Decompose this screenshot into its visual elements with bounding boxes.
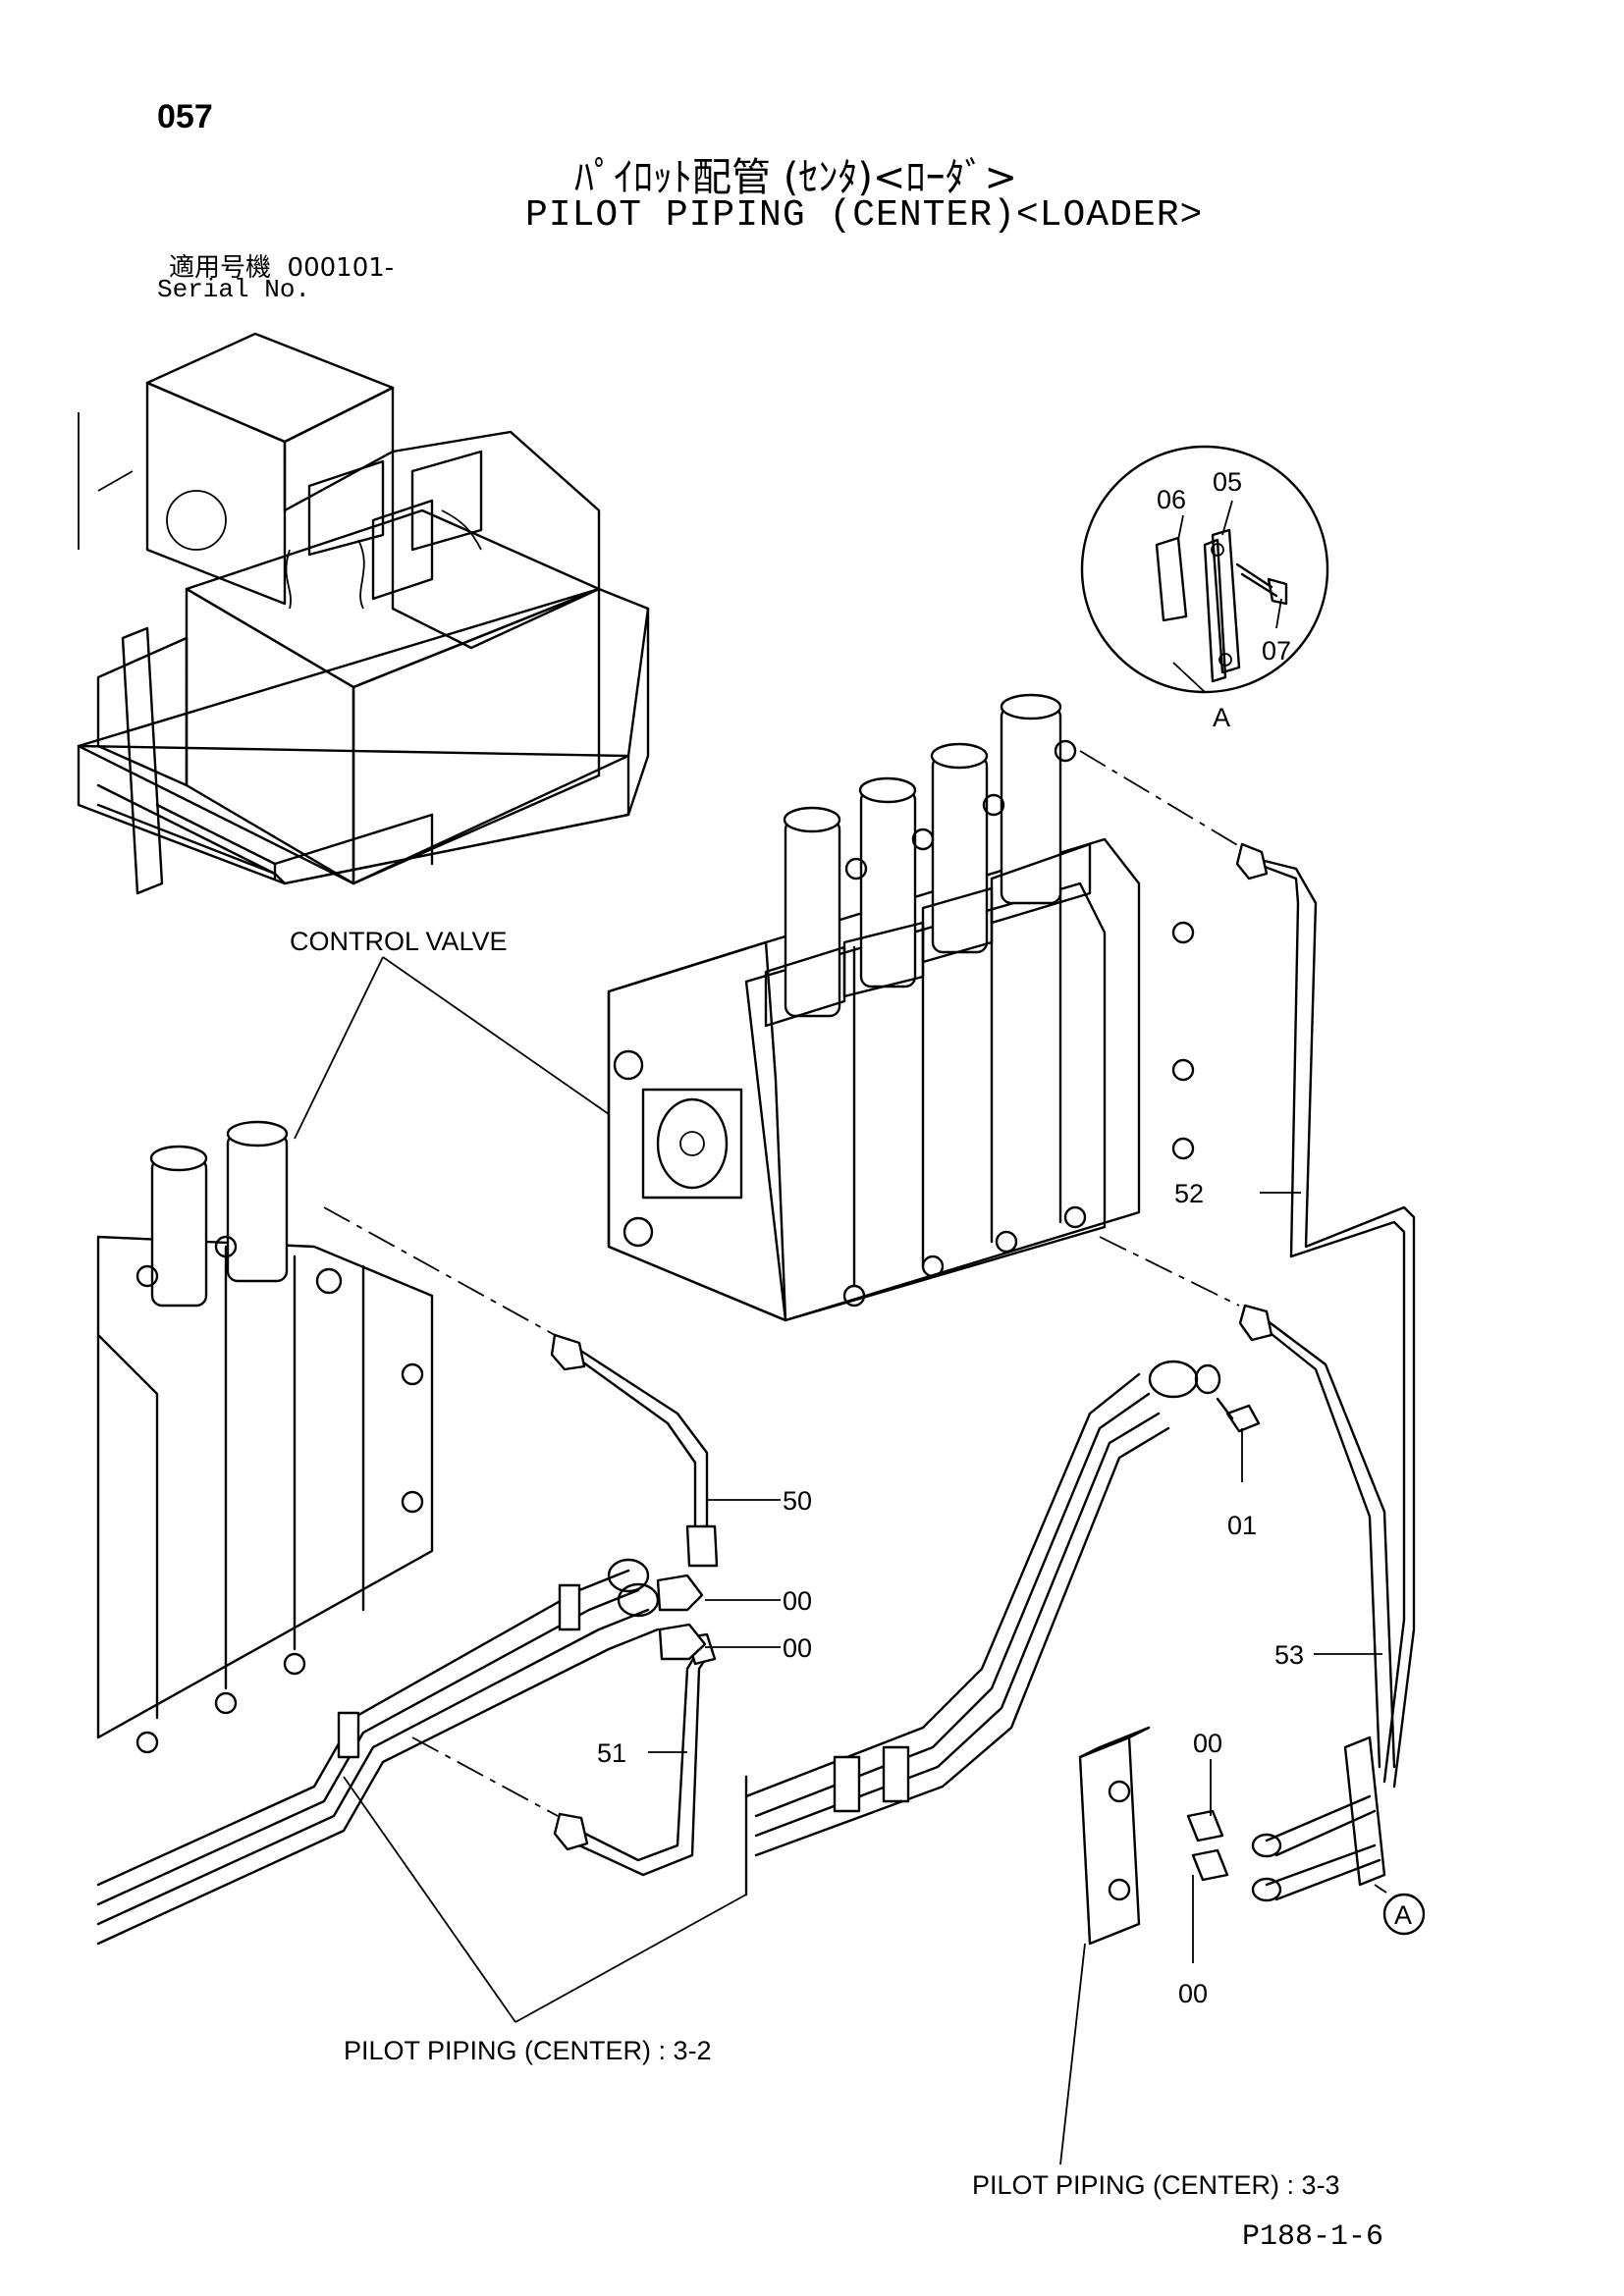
part-number-00-c: 00 bbox=[1193, 1729, 1222, 1758]
title-english: PILOT PIPING (CENTER)<LOADER> bbox=[525, 194, 1204, 237]
pilot-piping-3-2-label: PILOT PIPING (CENTER) : 3-2 bbox=[344, 2036, 712, 2065]
part-number-06: 06 bbox=[1157, 485, 1186, 514]
serial-label-english: Serial No. bbox=[157, 275, 311, 304]
pipe-50 bbox=[550, 1333, 719, 1568]
serial-line-japanese: 適用号機 000101- bbox=[169, 247, 394, 284]
part-number-01: 01 bbox=[1227, 1511, 1257, 1540]
part-number-53: 53 bbox=[1274, 1640, 1304, 1670]
elbow-fittings-left bbox=[656, 1574, 707, 1661]
detail-view-a-label: A bbox=[1213, 703, 1230, 732]
assembly-leader-lines bbox=[323, 750, 1240, 1817]
pipe-51 bbox=[553, 1632, 717, 1877]
part-number-52: 52 bbox=[1174, 1179, 1204, 1208]
part-number-51: 51 bbox=[597, 1738, 626, 1768]
serial-label-japanese: 適用号機 bbox=[169, 253, 272, 283]
page-number: 057 bbox=[157, 98, 213, 135]
part-number-05: 05 bbox=[1213, 467, 1242, 497]
part-number-00-a: 00 bbox=[783, 1586, 812, 1616]
callout-leaders bbox=[294, 500, 1387, 2165]
part-number-50: 50 bbox=[783, 1486, 812, 1516]
control-valve-lower bbox=[96, 1120, 434, 1754]
pipe-bundle-middle bbox=[744, 1360, 1221, 1896]
detail-ref-a-letter: A bbox=[1394, 1900, 1412, 1930]
part-number-00-b: 00 bbox=[783, 1633, 812, 1663]
junction-block bbox=[1078, 1726, 1229, 1946]
control-valve-label: CONTROL VALVE bbox=[290, 927, 508, 956]
bolt-01 bbox=[1216, 1397, 1261, 1433]
part-number-00-d: 00 bbox=[1178, 1979, 1208, 2008]
pipe-bundle-left bbox=[96, 1558, 660, 1946]
machine-overview-drawing bbox=[77, 332, 650, 895]
pilot-piping-3-3-label: PILOT PIPING (CENTER) : 3-3 bbox=[972, 2170, 1340, 2200]
title-japanese: ﾊﾟｲﾛｯﾄ配管 (ｾﾝﾀ)<ﾛｰﾀﾞ> bbox=[574, 155, 1017, 200]
pipe-52 bbox=[1235, 842, 1416, 1789]
serial-value: 000101- bbox=[287, 253, 395, 283]
pipe-bracket bbox=[1251, 1735, 1386, 1902]
detail-ref-a-marker: A bbox=[1382, 1893, 1426, 1936]
part-number-07: 07 bbox=[1262, 636, 1291, 666]
spool-caps-upper bbox=[764, 693, 1092, 1308]
figure-code: P188-1-6 bbox=[1242, 2220, 1384, 2254]
pipe-53 bbox=[1238, 1304, 1396, 1769]
